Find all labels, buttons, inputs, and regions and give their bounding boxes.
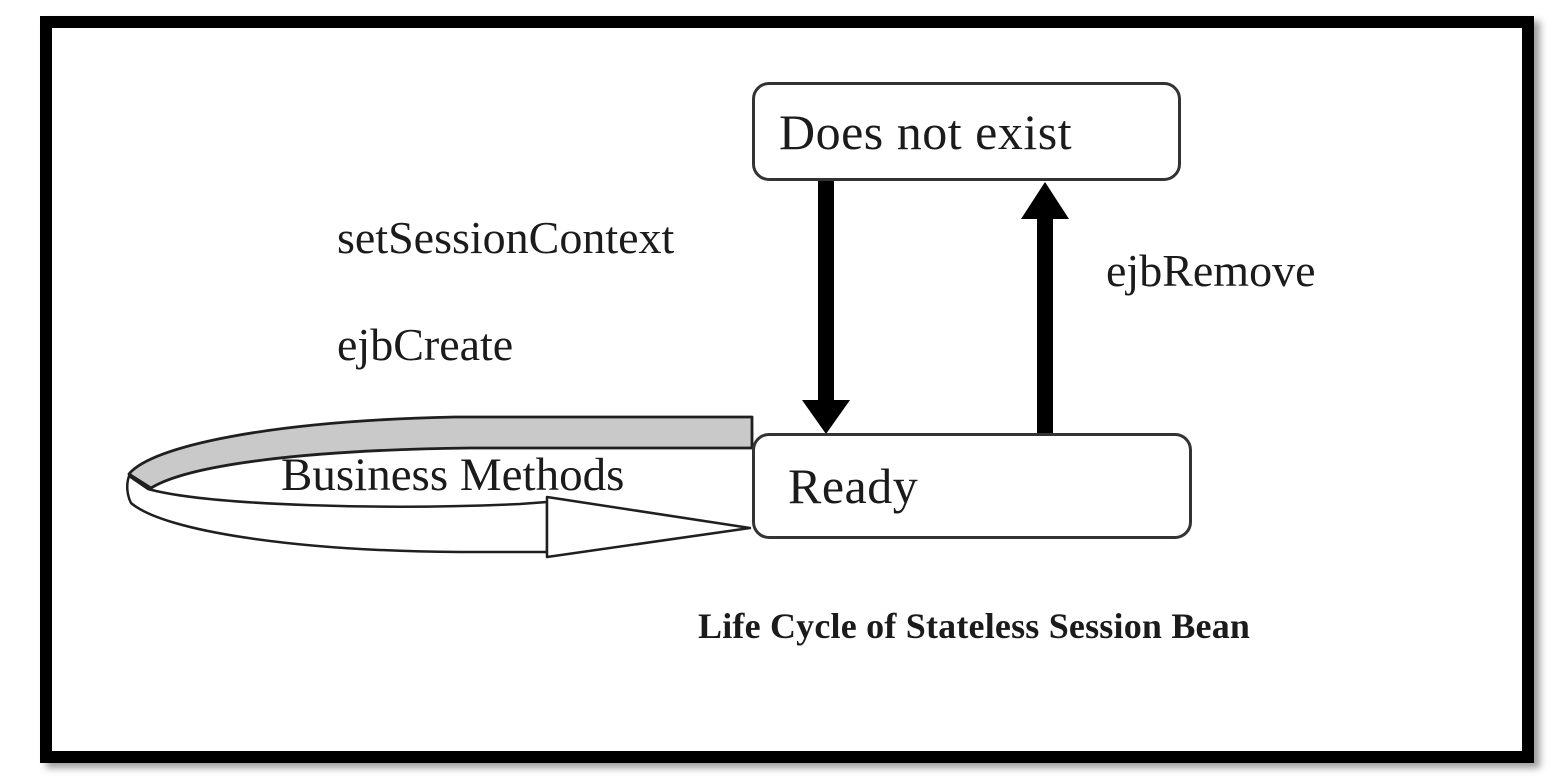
transition-label-business-methods: Business Methods — [281, 449, 625, 501]
transition-label-setsessioncontext: setSessionContext — [337, 212, 675, 263]
transition-label-ejbremove: ejbRemove — [1106, 245, 1316, 296]
up-arrow — [1021, 182, 1069, 435]
transition-label-ejbcreate: ejbCreate — [337, 319, 514, 370]
business-methods-loop-near-band — [126, 474, 549, 554]
business-methods-loop-arrowhead — [545, 495, 752, 559]
down-arrow — [802, 179, 850, 434]
diagram-frame — [40, 16, 1534, 763]
state-label-does-not-exist: Does not exist — [779, 103, 1073, 160]
diagram-caption: Life Cycle of Stateless Session Bean — [698, 606, 1251, 646]
state-box-does-not-exist: Does not exist — [752, 82, 1181, 181]
state-label-ready: Ready — [788, 458, 919, 514]
state-box-ready: Ready — [752, 433, 1192, 539]
